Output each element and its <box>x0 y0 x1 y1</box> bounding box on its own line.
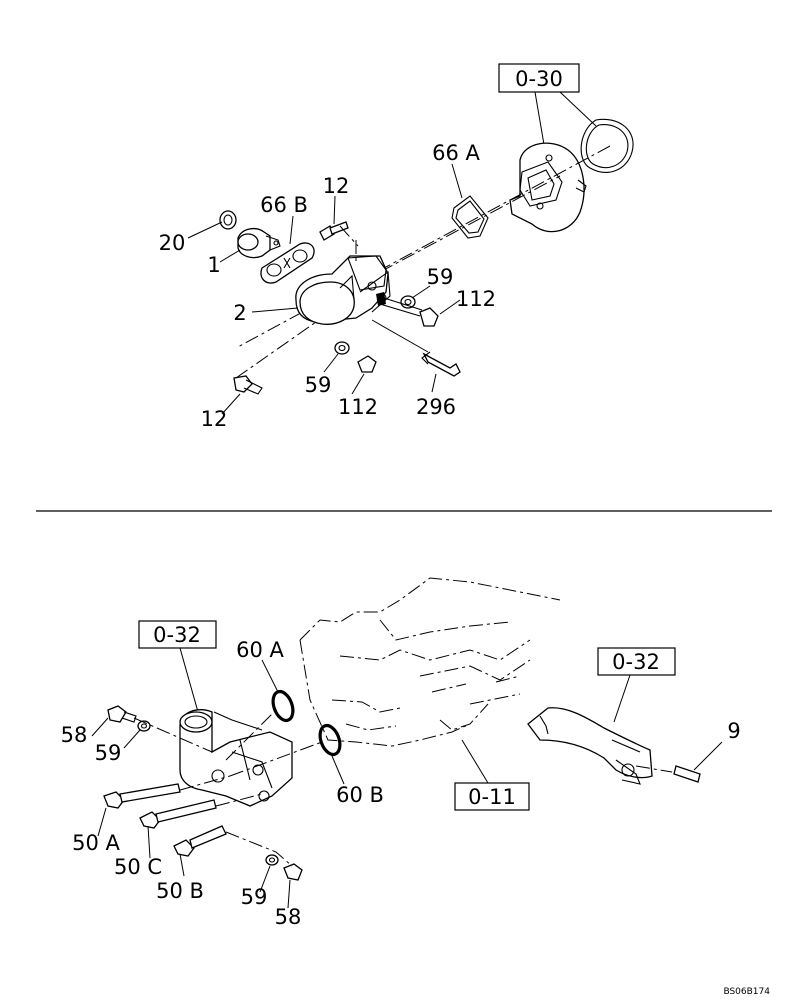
drawing-code: BS06B174 <box>723 987 770 997</box>
reference-box-0-32-left: 0-32 <box>138 620 217 649</box>
ref-0-32-left-label: 0-32 <box>153 623 201 647</box>
callout-59-bottom: 59 <box>241 885 268 909</box>
bolt-58-lower <box>283 863 303 881</box>
gasket-66a <box>451 195 489 239</box>
callout-20: 20 <box>159 231 186 255</box>
callout-59-top: 59 <box>95 741 122 765</box>
washer-20 <box>219 210 237 230</box>
callout-58-top: 58 <box>61 723 88 747</box>
callout-112-right: 112 <box>456 287 496 311</box>
engine-block-outline <box>299 577 561 747</box>
callout-60b: 60 B <box>336 783 384 807</box>
washer-59-lower <box>265 854 279 866</box>
thermostat-housing <box>295 255 391 325</box>
callout-12-bottom: 12 <box>201 407 228 431</box>
bypass-pipe <box>527 707 653 785</box>
callout-50c: 50 C <box>114 855 162 879</box>
bolt-112-right <box>379 297 439 327</box>
water-outlet <box>179 709 293 807</box>
stud-9 <box>635 765 701 783</box>
bolt-58-top <box>107 705 137 723</box>
callout-1: 1 <box>207 253 220 277</box>
gasket-66b <box>260 242 315 284</box>
bolt-50a <box>103 783 181 809</box>
o-ring-60b <box>318 723 342 757</box>
callout-296: 296 <box>416 395 456 419</box>
callout-2: 2 <box>233 301 246 325</box>
callout-66b: 66 B <box>260 193 308 217</box>
callout-58-bottom: 58 <box>275 905 302 929</box>
bolt-112-bottom <box>357 355 377 373</box>
washer-59-top <box>137 720 151 732</box>
bolt-50b <box>173 825 227 857</box>
bolt-50c <box>139 799 217 829</box>
top-assembly: 0-30 <box>159 63 634 431</box>
callout-112-bottom: 112 <box>338 395 378 419</box>
callout-59-bottom: 59 <box>305 373 332 397</box>
gasket-ring <box>580 118 634 173</box>
bolt-12-top <box>319 221 349 241</box>
ref-0-30-label: 0-30 <box>515 67 563 91</box>
bolt-12-bottom <box>233 375 263 395</box>
callout-12-top: 12 <box>323 174 350 198</box>
callout-66a: 66 A <box>432 141 480 165</box>
callout-50b: 50 B <box>156 879 204 903</box>
callout-59-right: 59 <box>427 265 454 289</box>
reference-box-0-11: 0-11 <box>454 782 530 811</box>
washer-59-bottom <box>334 341 350 355</box>
reference-box-0-32-right: 0-32 <box>597 647 676 676</box>
ref-0-11-label: 0-11 <box>468 785 516 809</box>
callout-50a: 50 A <box>72 831 120 855</box>
thermostat-valve <box>237 227 281 259</box>
callout-9: 9 <box>727 719 740 743</box>
ref-0-32-right-label: 0-32 <box>612 650 660 674</box>
reference-box-0-30: 0-30 <box>498 63 580 93</box>
callout-60a: 60 A <box>236 638 284 662</box>
o-ring-60a <box>271 689 295 723</box>
bottom-assembly: 0-32 0-32 0-11 <box>61 577 741 929</box>
flange-housing <box>509 142 587 233</box>
stud-296 <box>371 319 461 377</box>
